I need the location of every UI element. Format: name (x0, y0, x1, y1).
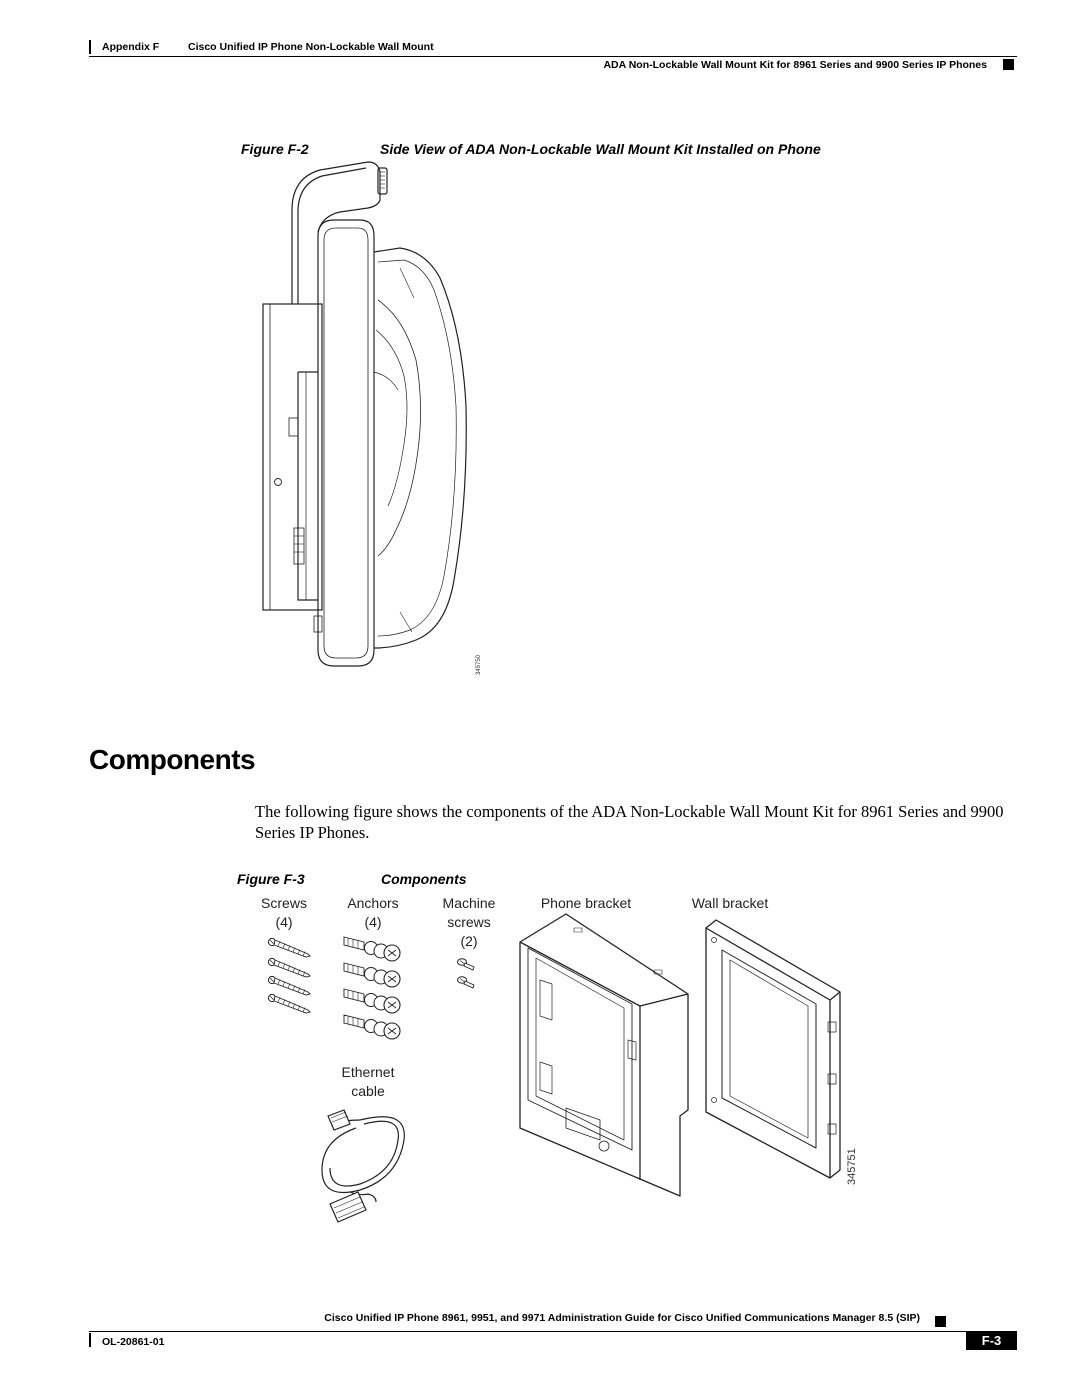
phone-side-view-illustration (262, 161, 467, 667)
label-screws-qty: (4) (275, 914, 293, 930)
label-cable: cable (351, 1083, 385, 1099)
section-heading: Components (89, 744, 256, 775)
body-paragraph: The following figure shows the component… (255, 802, 1004, 842)
header-section: ADA Non-Lockable Wall Mount Kit for 8961… (603, 59, 987, 71)
label-ethernet: Ethernet (341, 1064, 395, 1080)
header-block (1003, 59, 1014, 70)
footer-rule (89, 1331, 1017, 1332)
header-appendix-title: Cisco Unified IP Phone Non-Lockable Wall… (188, 41, 434, 53)
label-machine-qty: (2) (460, 933, 478, 949)
header-marker (89, 40, 91, 54)
figure3-number: Figure F-3 (237, 871, 305, 887)
header-rule (89, 56, 1017, 57)
header-appendix: Appendix F (102, 41, 160, 53)
label-machine-screws: screws (447, 914, 491, 930)
footer-block (935, 1316, 946, 1327)
figure3-title: Components (381, 871, 467, 887)
label-machine: Machine (442, 895, 496, 911)
label-anchors-qty: (4) (364, 914, 382, 930)
footer-marker (89, 1333, 91, 1347)
label-screws: Screws (261, 895, 307, 911)
label-wall-bracket: Wall bracket (691, 895, 769, 911)
figure2-title: Side View of ADA Non-Lockable Wall Mount… (380, 141, 821, 157)
footer-title: Cisco Unified IP Phone 8961, 9951, and 9… (324, 1312, 920, 1324)
label-phone-bracket: Phone bracket (540, 895, 632, 911)
label-anchors: Anchors (347, 895, 399, 911)
page-number: F-3 (966, 1332, 1017, 1350)
footer-doc-id: OL-20861-01 (102, 1336, 165, 1348)
figure2-number: Figure F-2 (241, 141, 309, 157)
